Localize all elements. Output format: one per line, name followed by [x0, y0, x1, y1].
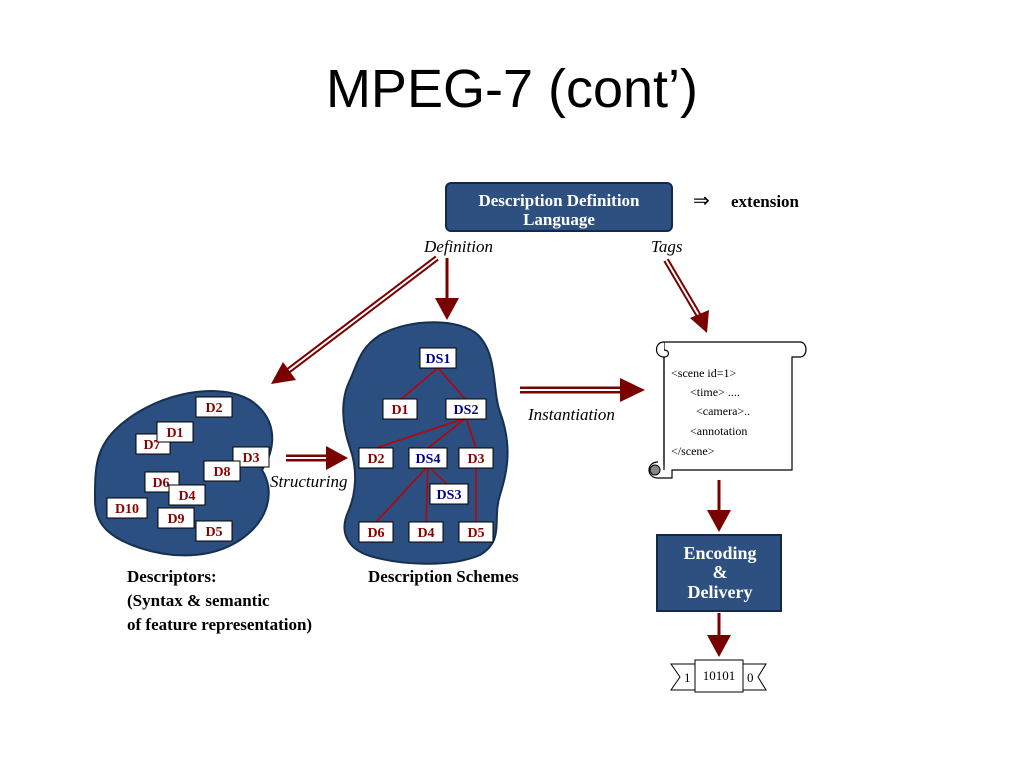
bitstream	[670, 659, 767, 693]
scheme-d5: D5	[458, 521, 494, 543]
descriptor-d4: D4	[168, 484, 206, 506]
implies-icon: ⇒	[693, 190, 710, 212]
scheme-ds3: DS3	[429, 483, 469, 505]
ddl-title-line2: Language	[523, 210, 595, 229]
encoding-line2: &	[713, 562, 728, 582]
scheme-d3: D3	[458, 447, 494, 469]
scheme-ds4: DS4	[408, 447, 448, 469]
svg-text:DS3: DS3	[437, 488, 462, 503]
encoding-box	[656, 534, 782, 612]
svg-text:D4: D4	[178, 489, 195, 504]
extension-label: extension	[731, 192, 800, 211]
svg-text:D6: D6	[367, 526, 384, 541]
svg-text:DS2: DS2	[454, 403, 479, 418]
ddl-box	[445, 182, 673, 232]
scroll-to-encoding-arrow	[707, 480, 731, 532]
scroll-document	[648, 341, 807, 479]
svg-text:D1: D1	[166, 426, 183, 441]
svg-text:DS1: DS1	[426, 352, 451, 367]
svg-text:D5: D5	[467, 526, 484, 541]
scheme-d1: D1	[382, 398, 418, 420]
svg-text:D1: D1	[391, 403, 408, 418]
scheme-d4: D4	[408, 521, 444, 543]
svg-text:D5: D5	[205, 525, 222, 540]
descriptor-d3: D3	[232, 446, 270, 468]
descriptor-d5: D5	[195, 520, 233, 542]
scroll-line-4: <annotation	[690, 424, 747, 438]
tags-label: Tags	[651, 237, 683, 256]
svg-text:D3: D3	[467, 452, 484, 467]
scroll-line-2: <time> ....	[690, 385, 740, 399]
encoding-line3: Delivery	[688, 582, 753, 602]
definition-label: Definition	[423, 237, 493, 256]
descriptor-d1: D1	[156, 421, 194, 443]
ddl-title-line1: Description Definition	[478, 191, 640, 210]
structuring-arrow	[286, 446, 348, 470]
descriptor-d8: D8	[203, 460, 241, 482]
svg-text:D7: D7	[143, 438, 160, 453]
instantiation-label: Instantiation	[527, 405, 615, 424]
schemes-caption: Description Schemes	[368, 567, 519, 586]
svg-text:D2: D2	[367, 452, 384, 467]
encoding-to-bitstream-arrow	[707, 613, 731, 657]
bitstream-value: 10101	[703, 668, 736, 683]
descriptors-caption-line3: of feature representation)	[127, 615, 312, 634]
svg-text:D2: D2	[205, 401, 222, 416]
descriptors-caption-line1: Descriptors:	[127, 567, 217, 586]
scheme-d2: D2	[358, 447, 394, 469]
scheme-tree-links	[375, 367, 477, 523]
svg-text:D8: D8	[213, 465, 230, 480]
descriptors-caption-line2: (Syntax & semantic	[127, 591, 270, 610]
scheme-ds1: DS1	[419, 347, 457, 369]
tags-to-scroll-arrow	[663, 258, 709, 333]
definition-to-descriptors-arrow	[271, 255, 439, 384]
descriptor-d9: D9	[157, 507, 195, 529]
slide-title: MPEG-7 (cont’)	[325, 59, 699, 119]
scheme-d6: D6	[358, 521, 394, 543]
encoding-line1: Encoding	[683, 543, 756, 563]
bitstream-right-bit: 0	[747, 670, 754, 685]
scroll-line-1: <scene id=1>	[671, 366, 737, 380]
svg-text:D3: D3	[242, 451, 259, 466]
svg-text:D6: D6	[152, 476, 169, 491]
descriptors-blob	[93, 390, 274, 557]
svg-text:DS4: DS4	[416, 452, 441, 467]
svg-text:D4: D4	[417, 526, 434, 541]
scroll-line-3: <camera>..	[696, 404, 750, 418]
descriptor-d10: D10	[106, 497, 148, 519]
scroll-line-5: </scene>	[671, 444, 715, 458]
svg-text:D10: D10	[115, 502, 139, 517]
svg-text:D9: D9	[167, 512, 184, 527]
structuring-label: Structuring	[270, 472, 347, 491]
descriptor-d6: D6	[144, 471, 180, 493]
scheme-ds2: DS2	[445, 398, 487, 420]
definition-to-schemes-arrow	[435, 258, 459, 320]
instantiation-arrow	[520, 378, 645, 402]
descriptor-d2: D2	[195, 396, 233, 418]
bitstream-left-bit: 1	[684, 670, 691, 685]
